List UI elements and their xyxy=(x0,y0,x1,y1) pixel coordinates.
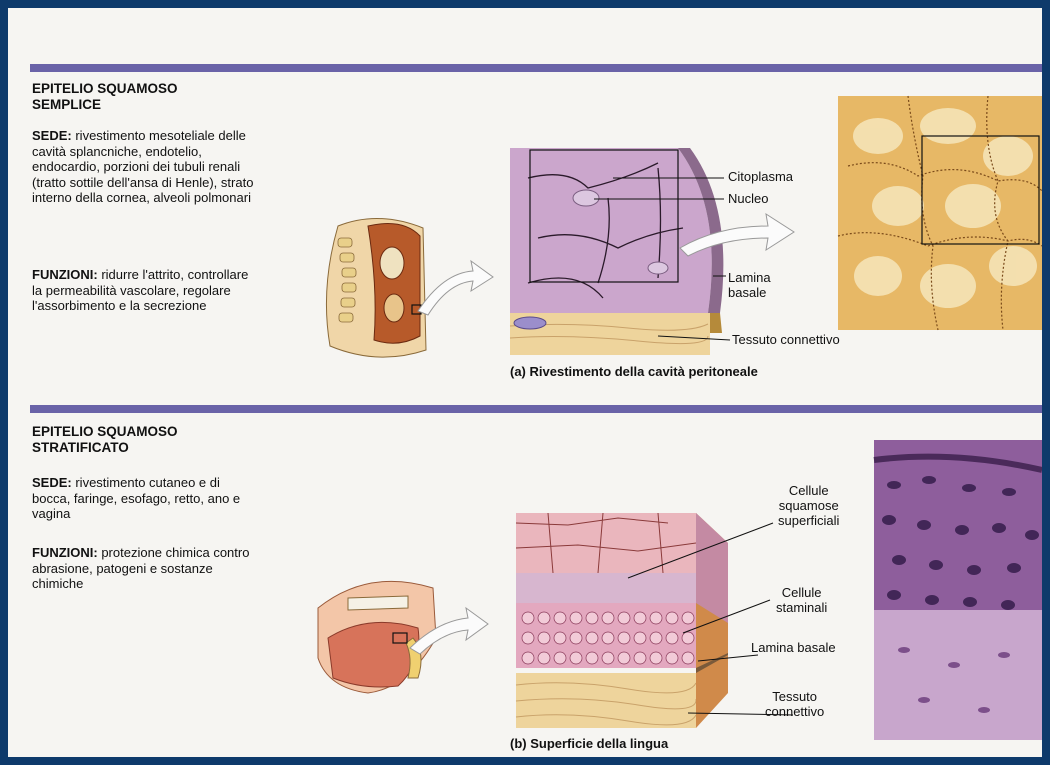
section-a-title-line2: SEMPLICE xyxy=(32,97,178,113)
section-a-title: EPITELIO SQUAMOSO SEMPLICE xyxy=(32,81,178,113)
label-lamina-basale: Lamina basale xyxy=(728,270,771,300)
section-a-divider xyxy=(30,64,1042,72)
section-b-title-line2: STRATIFICATO xyxy=(32,440,178,456)
label-nucleo: Nucleo xyxy=(728,191,768,206)
tessuto-line1: Tessuto xyxy=(765,689,824,704)
sede-label: SEDE: xyxy=(32,475,72,490)
label-lamina-basale-b: Lamina basale xyxy=(751,640,836,655)
section-a-funzioni: FUNZIONI: ridurre l'attrito, controllare… xyxy=(32,267,262,314)
label-citoplasma: Citoplasma xyxy=(728,169,793,184)
textbook-page: EPITELIO SQUAMOSO SEMPLICE SEDE: rivesti… xyxy=(8,8,1042,757)
cellule-sq-line2: squamose xyxy=(778,498,839,513)
section-b-divider xyxy=(30,405,1042,413)
section-a-title-line1: EPITELIO SQUAMOSO xyxy=(32,81,178,97)
sede-label: SEDE: xyxy=(32,128,72,143)
funzioni-label: FUNZIONI: xyxy=(32,267,98,282)
label-cellule-squamose: Cellule squamose superficiali xyxy=(778,483,839,528)
arrow-icon xyxy=(408,606,493,656)
cellule-st-line1: Cellule xyxy=(776,585,827,600)
funzioni-label: FUNZIONI: xyxy=(32,545,98,560)
arrow-icon xyxy=(413,253,498,323)
micrograph-b xyxy=(874,440,1042,740)
cellule-sq-line1: Cellule xyxy=(778,483,839,498)
label-tessuto-connettivo: Tessuto connettivo xyxy=(732,332,840,347)
section-b-title-line1: EPITELIO SQUAMOSO xyxy=(32,424,178,440)
caption-a: (a) Rivestimento della cavità peritoneal… xyxy=(510,364,758,379)
micrograph-a xyxy=(838,96,1042,330)
label-cellule-staminali: Cellule staminali xyxy=(776,585,827,615)
tessuto-line2: connettivo xyxy=(765,704,824,719)
cellule-sq-line3: superficiali xyxy=(778,513,839,528)
label-tessuto-connettivo-b: Tessuto connettivo xyxy=(765,689,824,719)
section-b-funzioni: FUNZIONI: protezione chimica contro abra… xyxy=(32,545,252,592)
section-b-sede: SEDE: rivestimento cutaneo e di bocca, f… xyxy=(32,475,252,522)
caption-b: (b) Superficie della lingua xyxy=(510,736,668,751)
lamina-line1: Lamina xyxy=(728,270,771,285)
cellule-st-line2: staminali xyxy=(776,600,827,615)
arrow-icon xyxy=(678,208,798,258)
section-a-sede: SEDE: rivestimento mesoteliale delle cav… xyxy=(32,128,262,206)
section-b-title: EPITELIO SQUAMOSO STRATIFICATO xyxy=(32,424,178,456)
lamina-line2: basale xyxy=(728,285,771,300)
stratified-squamous-diagram xyxy=(508,503,738,733)
